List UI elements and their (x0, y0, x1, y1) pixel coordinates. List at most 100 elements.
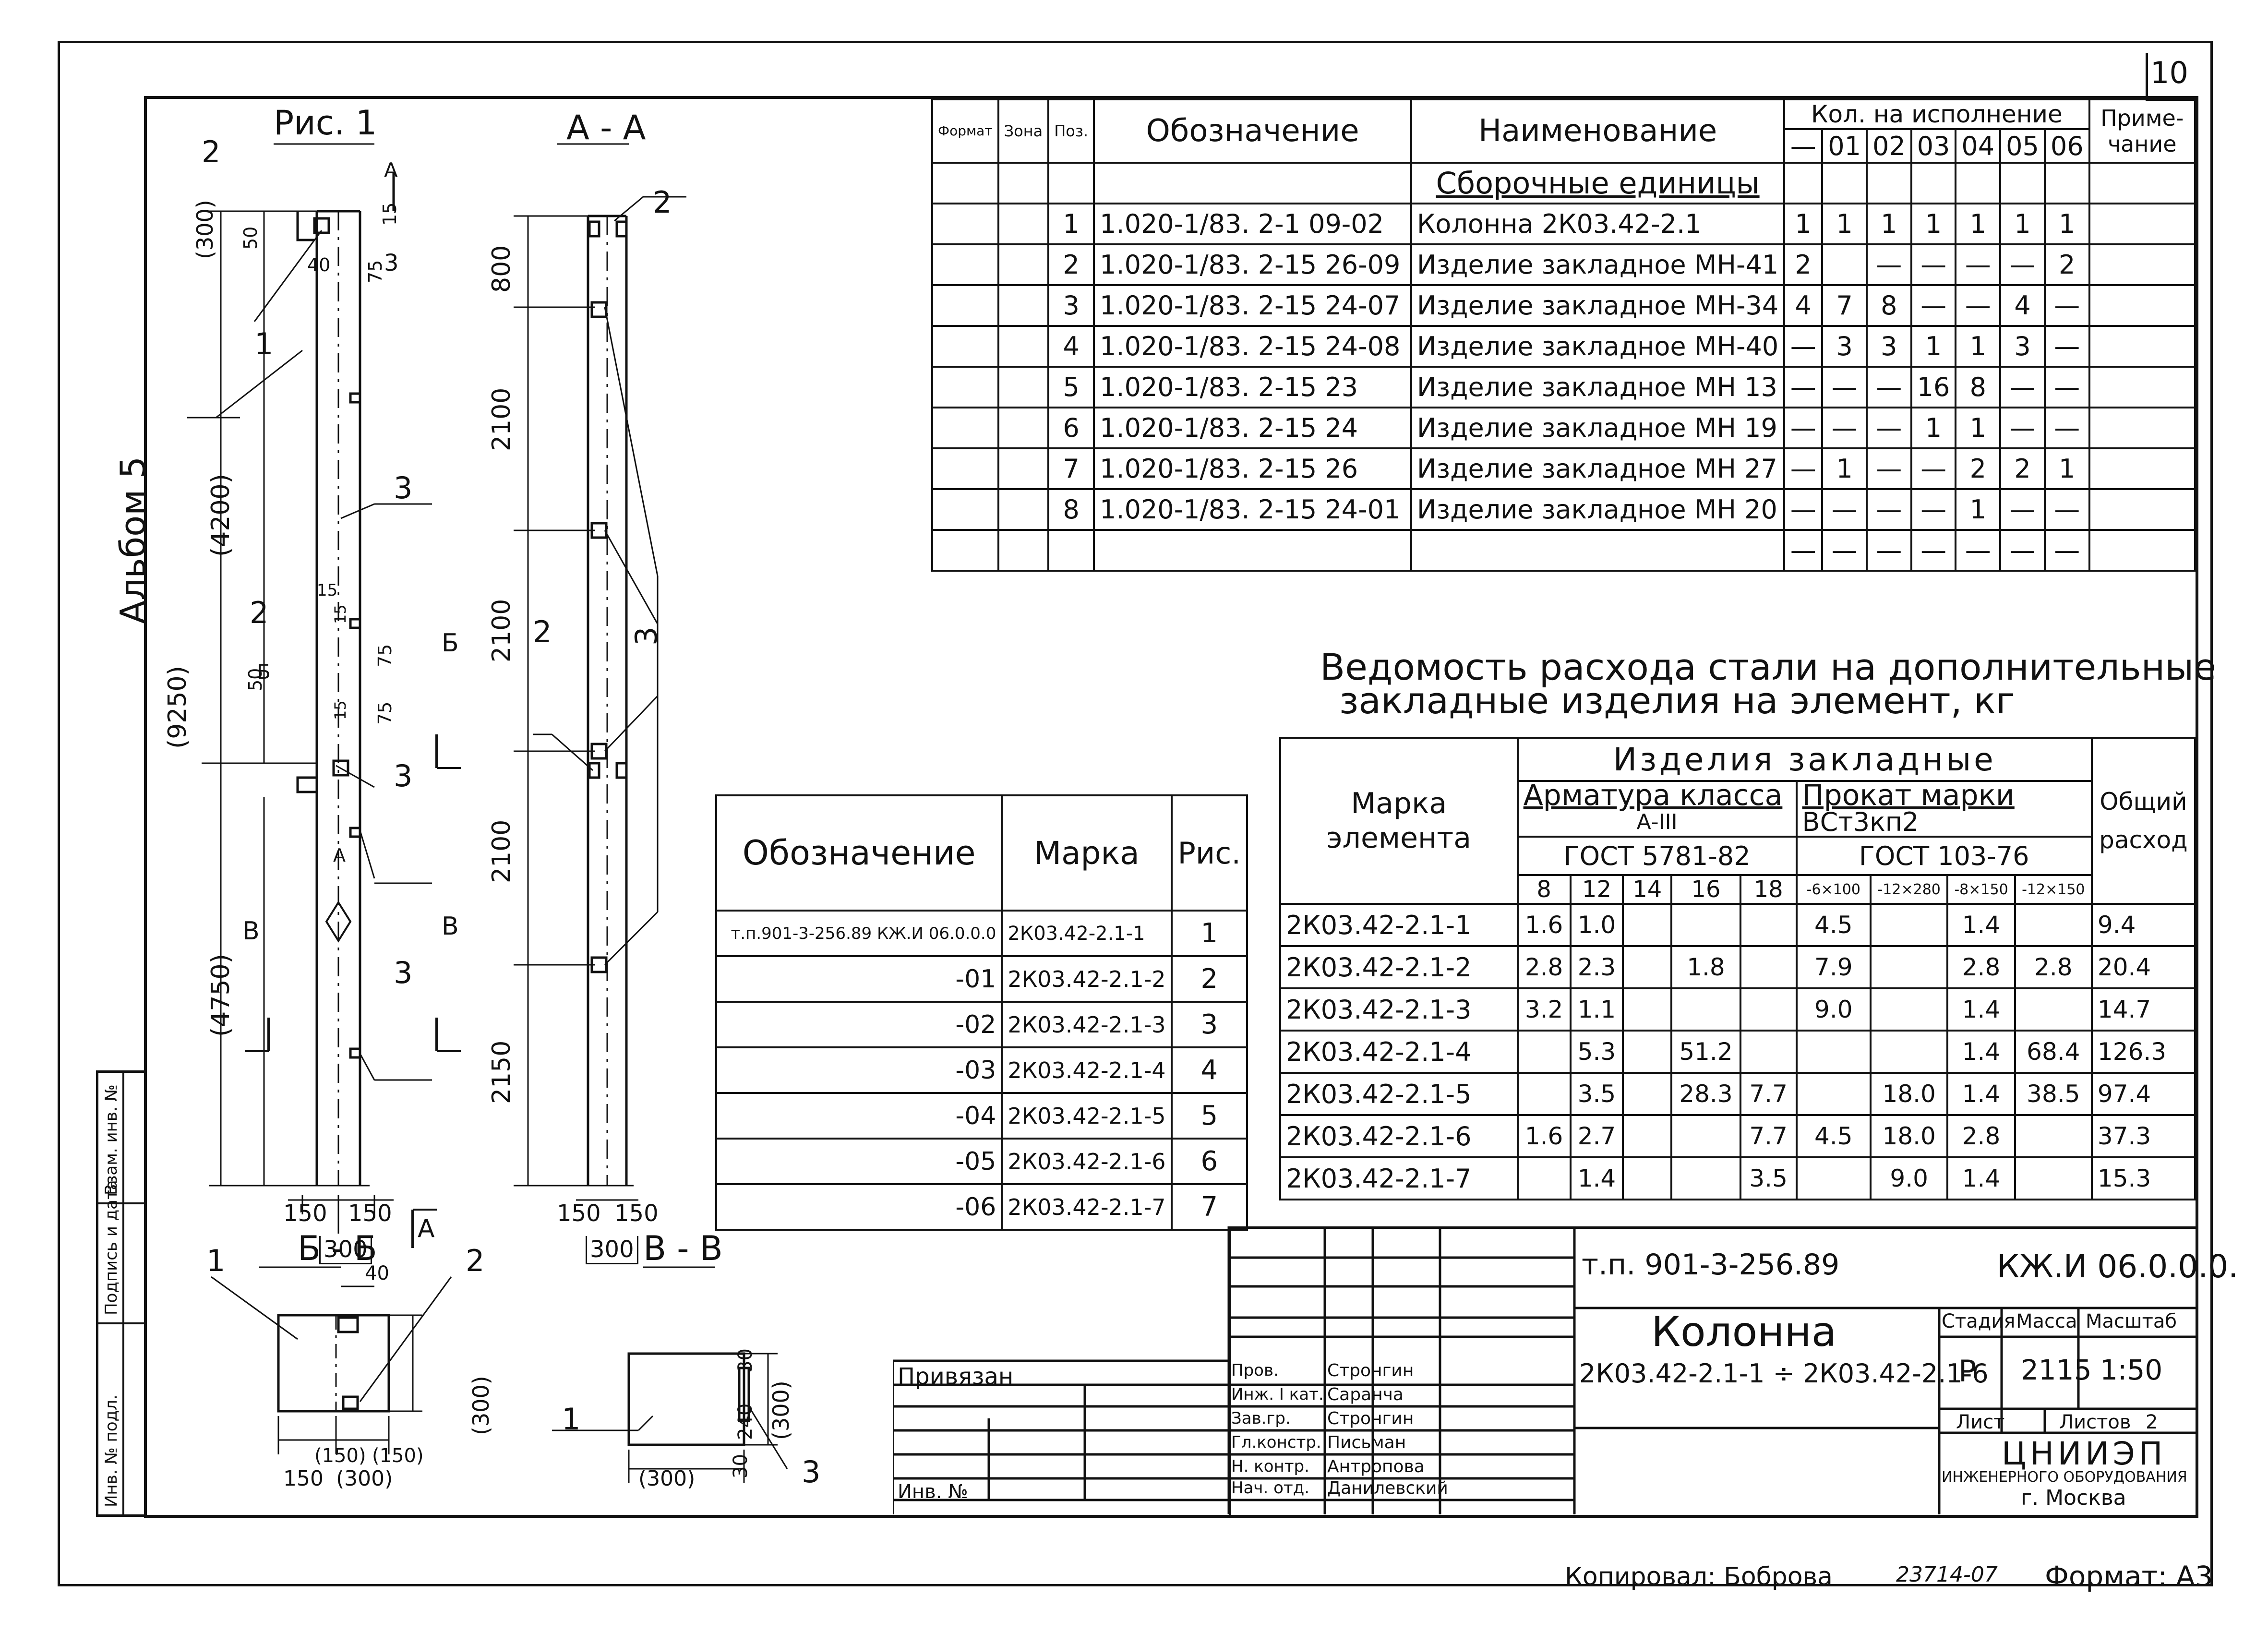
dim-4750: (4750) (206, 954, 235, 1037)
spec-format (931, 243, 999, 286)
steel-col-header: -6×100 (1795, 874, 1872, 905)
steel-value (1622, 945, 1673, 989)
spec-format (931, 366, 999, 408)
steel-value (1670, 903, 1741, 947)
stamp-mass: 2115 (2021, 1354, 2092, 1386)
marks-fig: 4 (1170, 1046, 1248, 1094)
spec-qty-cell: — (1955, 529, 2002, 572)
steel-value (1516, 1030, 1572, 1074)
spec-qty-cell: 8 (1865, 284, 1912, 327)
section-mark-b2: Б (257, 660, 271, 684)
spec-qty-cell: 3 (1821, 325, 1868, 368)
spec-qty-cell: — (1955, 284, 2002, 327)
marks-fig: 3 (1170, 1001, 1248, 1048)
sheet-border (58, 41, 2213, 1586)
footer-copied: Копировал: Боброва (1565, 1562, 1833, 1591)
spec-format (931, 325, 999, 368)
steel-h-element: Марка элемента (1279, 737, 1519, 905)
spec-designation: 1.020-1/83. 2-15 23 (1093, 366, 1413, 408)
spec-qty-cell: 3 (1999, 325, 2046, 368)
callout-3-b: 3 (394, 758, 413, 793)
spec-qty-cell: 1 (1821, 447, 1868, 490)
spec-qty-cell: 1 (1865, 203, 1912, 245)
section-aa-dim-150-b: 150 (614, 1200, 659, 1227)
steel-value: 2.8 (2014, 945, 2093, 989)
steel-value (1870, 903, 1949, 947)
stamp-scale: 1:50 (2100, 1354, 2163, 1386)
steel-value (1516, 1072, 1572, 1116)
steel-value: 1.4 (1569, 1156, 1624, 1200)
steel-value: 1.4 (1946, 987, 2016, 1032)
steel-value: 1.4 (1946, 1156, 2016, 1200)
spec-qty-cell: — (1783, 366, 1824, 408)
spec-qty-cell: — (1865, 488, 1912, 531)
spec-qty-cell: — (1999, 243, 2046, 286)
section-bb-dim-300v: (300) (468, 1376, 494, 1435)
steel-value: 28.3 (1670, 1072, 1741, 1116)
steel-h-total: Общий расход (2090, 737, 2196, 905)
stamp-sheets-label: Листов (2059, 1411, 2131, 1433)
steel-h-rolled-gost: ГОСТ 103-76 (1795, 836, 2093, 876)
dim-150-left: 150 (283, 1200, 327, 1227)
stamp-role: Н. контр. (1231, 1457, 1309, 1476)
section-aa-dim-2100-a: 2100 (487, 387, 516, 451)
steel-value: 51.2 (1670, 1030, 1741, 1074)
spec-qty-cell: — (1999, 407, 2046, 449)
side-label-inv: Инв. № подл. (102, 1394, 121, 1507)
dim-50-mid: 50 (245, 668, 266, 691)
stamp-sheets: 2 (2146, 1411, 2158, 1433)
steel-value: 1.6 (1516, 903, 1572, 947)
steel-value: 1.0 (1569, 903, 1624, 947)
spec-note (2088, 447, 2196, 490)
section-mark-a2: А (384, 158, 398, 182)
spec-qty-cell: — (1783, 447, 1824, 490)
section-bb-callout-1: 1 (206, 1243, 226, 1278)
spec-pos: 2 (1047, 243, 1095, 286)
steel-mark: 2К03.42-2.1-2 (1279, 945, 1519, 989)
steel-value (1795, 1156, 1872, 1200)
marks-mark: 2К03.42-2.1-2 (1001, 955, 1173, 1003)
steel-col-header: 8 (1516, 874, 1572, 905)
stamp-person: Письман (1327, 1433, 1406, 1452)
spec-qty-cell: — (1783, 529, 1824, 572)
spec-h-v3: 03 (1910, 128, 1957, 164)
dim-9250: (9250) (163, 666, 192, 749)
steel-total: 126.3 (2090, 1030, 2196, 1074)
steel-value (1670, 987, 1741, 1032)
stamp-title: Колонна (1651, 1308, 1837, 1356)
spec-h-name: Наименование (1410, 98, 1786, 164)
callout-3-a: 3 (394, 470, 413, 505)
marks-fig: 5 (1170, 1092, 1248, 1140)
marks-designation: -02 (715, 1001, 1003, 1048)
spec-pos: 7 (1047, 447, 1095, 490)
spec-designation (1093, 529, 1413, 572)
section-aa-dim-150-a: 150 (557, 1200, 601, 1227)
section-mark-v1: В (442, 912, 459, 941)
spec-zone (997, 325, 1050, 368)
steel-value: 2.8 (1516, 945, 1572, 989)
stamp-stage-label: Стадия (1942, 1310, 2016, 1332)
spec-name: Изделие закладное МН 19 (1410, 407, 1786, 449)
stamp-role: Зав.гр. (1231, 1409, 1291, 1428)
section-bb-callout-2: 2 (466, 1243, 485, 1278)
steel-value: 9.0 (1870, 1156, 1949, 1200)
spec-row: ——————— (931, 529, 2196, 572)
spec-pos (1047, 529, 1095, 572)
section-aa-drawing (514, 143, 686, 1201)
spec-designation: 1.020-1/83. 2-1 09-02 (1093, 203, 1413, 245)
steel-mark: 2К03.42-2.1-6 (1279, 1114, 1519, 1158)
spec-qty-cell: — (2043, 407, 2090, 449)
spec-h-pos: Поз. (1047, 98, 1095, 164)
spec-name: Изделие закладное МН 13 (1410, 366, 1786, 408)
steel-value (1622, 1114, 1673, 1158)
section-mark-v2: В (242, 917, 260, 946)
section-bb-dim-300h: (300) (336, 1466, 393, 1491)
steel-value: 5.3 (1569, 1030, 1624, 1074)
